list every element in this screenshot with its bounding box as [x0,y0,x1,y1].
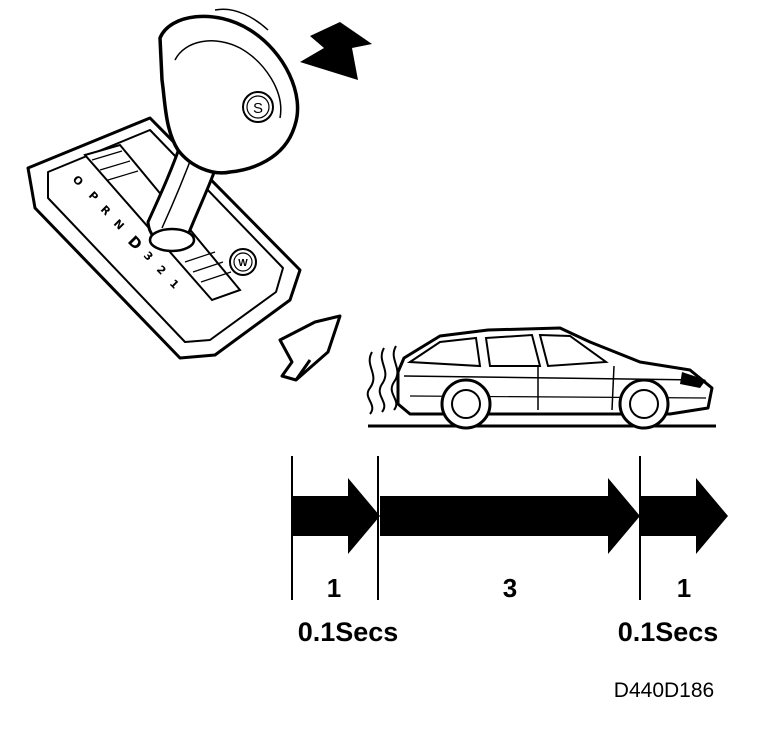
timing-diagram: 1 3 1 0.1Secs 0.1Secs [291,456,728,647]
motion-arrow-icon [278,314,342,382]
gear-shifter: O P R N D 3 2 1 W S [26,8,302,360]
car-rear-window [406,336,482,368]
press-arrow-icon [300,22,372,80]
segment-arrow-2 [380,478,640,554]
winter-button[interactable]: W [229,248,257,276]
segment-arrow-1 [292,478,380,554]
segment-count-3: 1 [677,573,691,603]
segment-duration-1: 0.1Secs [298,617,399,647]
segment-count-2: 3 [503,573,517,603]
car-side-window [484,333,542,367]
shifter-knob[interactable] [158,14,300,175]
winter-button-label: W [238,258,248,269]
sport-button[interactable]: S [242,91,274,123]
figure-code: D440D186 [614,679,714,702]
segment-arrow-3 [640,478,728,554]
sport-button-label: S [253,100,263,117]
car-rear-wheel [440,378,492,430]
car-front-wheel [618,378,670,430]
car-front-window [538,333,609,368]
car-illustration [366,326,716,430]
segment-duration-3: 0.1Secs [618,617,719,647]
motion-lines [366,345,399,415]
segment-count-1: 1 [327,573,341,603]
